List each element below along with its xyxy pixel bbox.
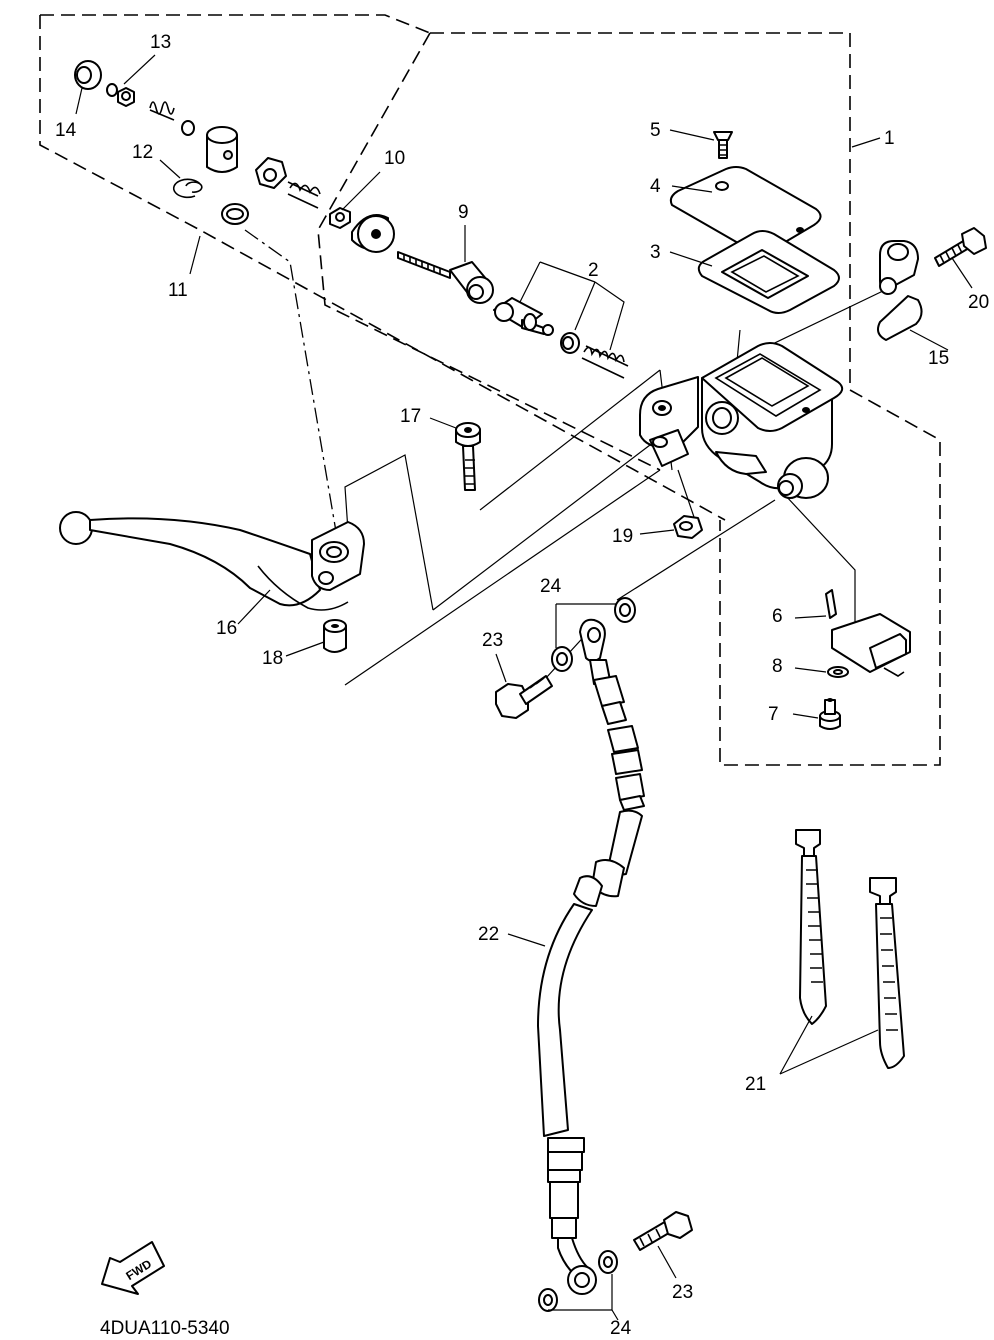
callout-12: 12 (132, 142, 153, 163)
part-12-circlip (172, 178, 203, 199)
part-23-union-bolt-bottom (633, 1211, 693, 1251)
part-20-clamp-bolt (934, 227, 987, 267)
callout-23-top: 23 (482, 630, 503, 651)
callout-4: 4 (650, 176, 661, 197)
part-24-copper-washer-bottom-b (538, 1288, 558, 1312)
callout-17: 17 (400, 406, 421, 427)
callout-24-bottom: 24 (610, 1318, 632, 1339)
callout-11: 11 (168, 280, 188, 301)
callout-20: 20 (968, 292, 989, 313)
callout-14: 14 (55, 120, 77, 141)
part-2-piston-kit (493, 297, 629, 379)
callout-6: 6 (772, 606, 783, 627)
part-13-clip (106, 83, 135, 107)
part-15-holder-clamp (877, 240, 923, 341)
part-5-screw (713, 131, 733, 159)
callout-21: 21 (745, 1074, 766, 1095)
part-8-lock-washer (827, 666, 849, 678)
part-24-copper-washer-bottom-a (598, 1250, 618, 1274)
part-pivot-collar (206, 126, 249, 225)
part-6-clutch-switch (825, 589, 911, 677)
callout-24-top: 24 (540, 576, 562, 597)
callout-2: 2 (588, 260, 599, 281)
callout-23-bottom: 23 (672, 1282, 693, 1303)
assembly-1-boundary (317, 32, 941, 766)
part-21-cable-tie-b (869, 877, 905, 1069)
part-18-collar (323, 619, 347, 653)
drawing-code: 4DUA110-5340 (100, 1318, 230, 1339)
callout-9: 9 (458, 202, 469, 223)
part-14-adjuster-knob (74, 60, 102, 90)
part-10-dust-boot (329, 207, 395, 253)
part-19-pivot-nut (673, 515, 703, 539)
part-17-pivot-bolt (455, 422, 481, 491)
part-23-union-bolt-top (495, 675, 553, 719)
callout-13: 13 (150, 32, 171, 53)
leader-lines (75, 54, 973, 1321)
callout-7: 7 (768, 704, 779, 725)
part-3-diaphragm (697, 230, 840, 314)
part-7-switch-screw (819, 698, 841, 730)
part-24-copper-washer-top-b (551, 646, 573, 672)
callout-22: 22 (478, 924, 499, 945)
callout-18: 18 (262, 648, 283, 669)
fwd-direction-arrow: FWD (101, 1241, 165, 1295)
callout-labels: 1 2 3 4 5 6 7 8 9 10 11 12 13 14 15 16 1… (55, 32, 989, 1339)
callout-1: 1 (884, 128, 895, 149)
part-lever-spring (149, 101, 195, 136)
part-1-master-cylinder (639, 342, 844, 499)
callout-8: 8 (772, 656, 783, 677)
callout-10: 10 (384, 148, 405, 169)
callout-19: 19 (612, 526, 633, 547)
part-16-clutch-lever (59, 511, 365, 611)
assembly-11-boundary (39, 14, 726, 521)
callout-15: 15 (928, 348, 949, 369)
part-21-cable-tie-a (795, 829, 827, 1025)
callout-5: 5 (650, 120, 661, 141)
part-24-copper-washer-top-a (614, 597, 636, 623)
part-22-clutch-hose (537, 618, 645, 1295)
part-9-push-rod (397, 251, 494, 304)
part-adjuster-nut-spring (255, 157, 321, 209)
callout-3: 3 (650, 242, 661, 263)
callout-16: 16 (216, 618, 237, 639)
